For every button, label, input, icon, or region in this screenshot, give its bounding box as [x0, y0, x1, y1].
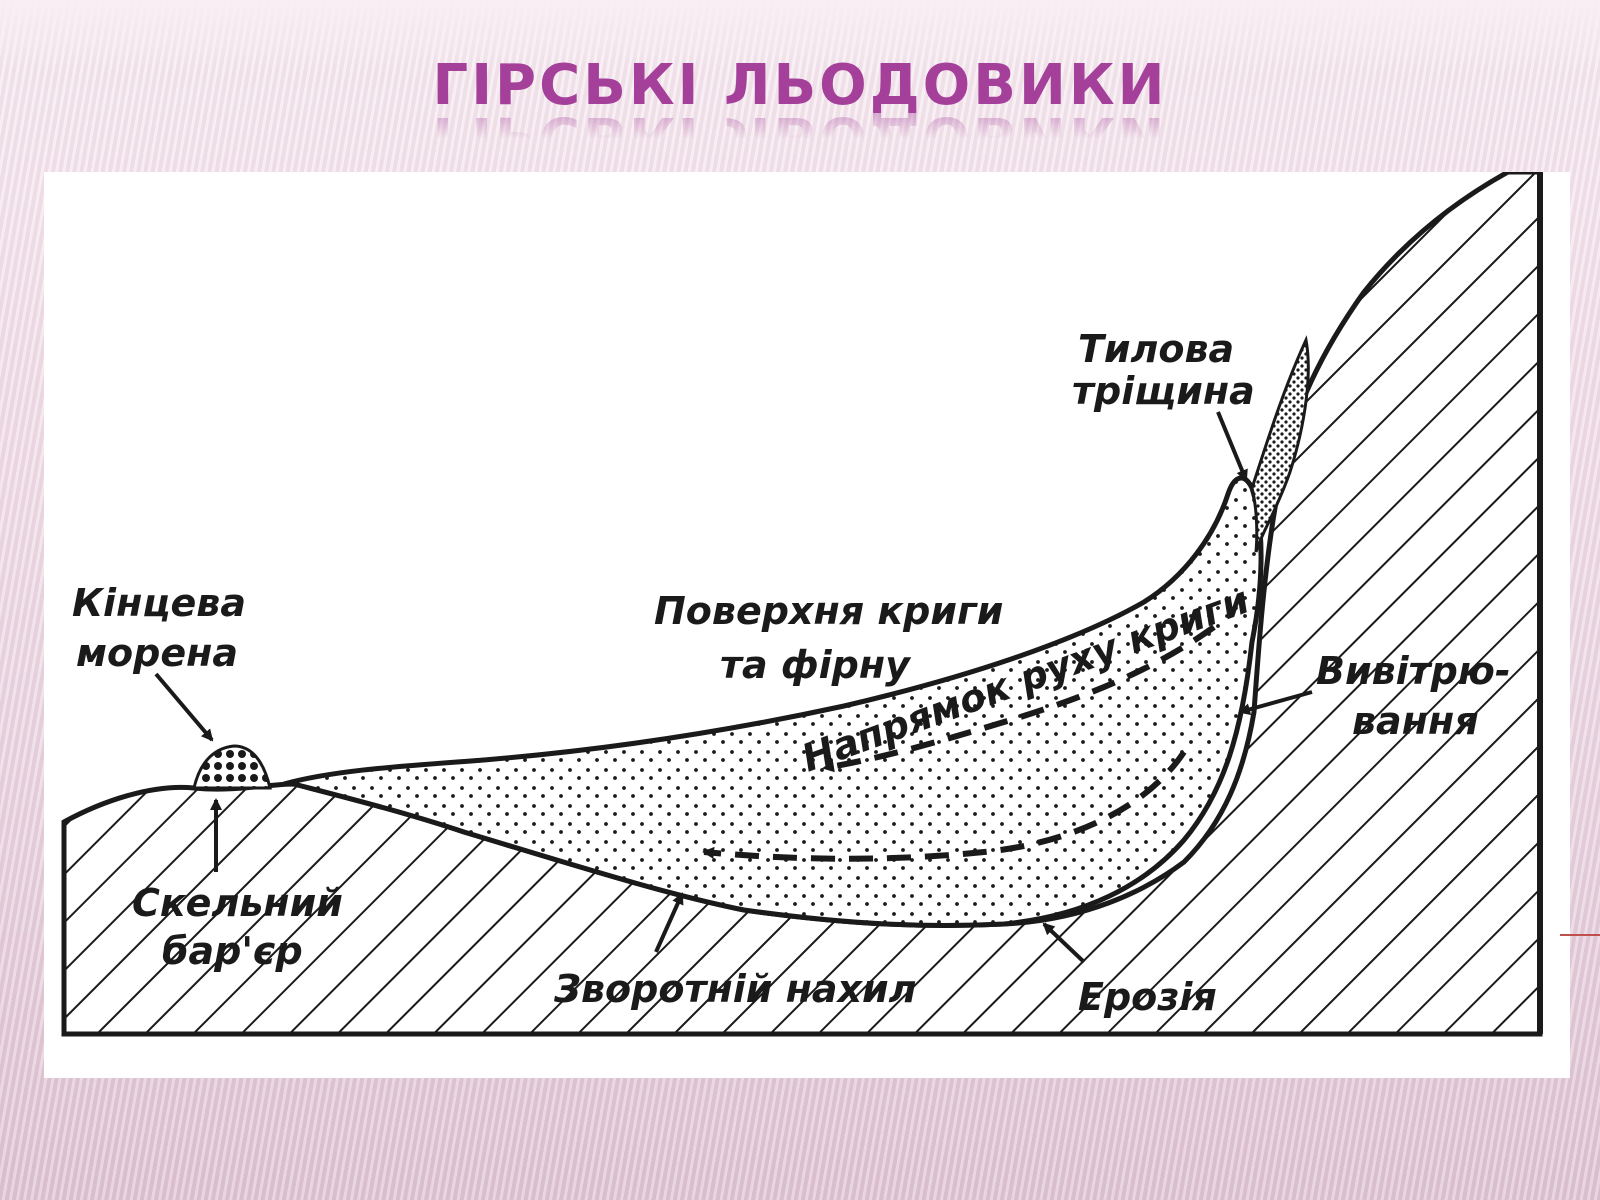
label-weathering-1: Вивітрю-	[1316, 649, 1511, 693]
glacier-diagram-panel: Кінцева морена Скельний бар'єр Зворотній…	[44, 172, 1570, 1078]
label-end-moraine-1: Кінцева	[72, 581, 246, 625]
label-ice-surface-1: Поверхня криги	[654, 589, 1003, 633]
label-erosion: Ерозія	[1078, 975, 1217, 1019]
slide-accent-line	[1560, 934, 1600, 936]
label-end-moraine-2: морена	[76, 631, 238, 675]
bergschrund-firn	[1250, 335, 1310, 553]
label-bergschrund-2: тріщина	[1072, 369, 1255, 413]
flow-line-lower	[702, 750, 1187, 862]
label-rock-barrier-2: бар'єр	[162, 929, 303, 973]
slide-top-band	[0, 0, 1600, 70]
arrow-end-moraine	[154, 672, 214, 742]
label-bergschrund-1: Тилова	[1078, 327, 1234, 371]
arrow-erosion	[1042, 922, 1086, 964]
arrow-weathering	[1238, 690, 1313, 716]
glacier-cross-section-diagram: Кінцева морена Скельний бар'єр Зворотній…	[61, 172, 1543, 1037]
label-rock-barrier-1: Скельний	[132, 881, 343, 925]
end-moraine	[192, 744, 272, 790]
flow-line-upper	[822, 624, 1216, 773]
arrow-bergschrund	[1216, 411, 1248, 482]
label-reverse-slope: Зворотній нахил	[553, 967, 916, 1011]
label-ice-surface-2: та фірну	[720, 643, 912, 687]
slide-title: ГІРСЬКІ ЛЬОДОВИКИ	[432, 53, 1168, 118]
arrow-reverse-slope	[654, 892, 684, 953]
label-weathering-2: вання	[1352, 699, 1479, 743]
